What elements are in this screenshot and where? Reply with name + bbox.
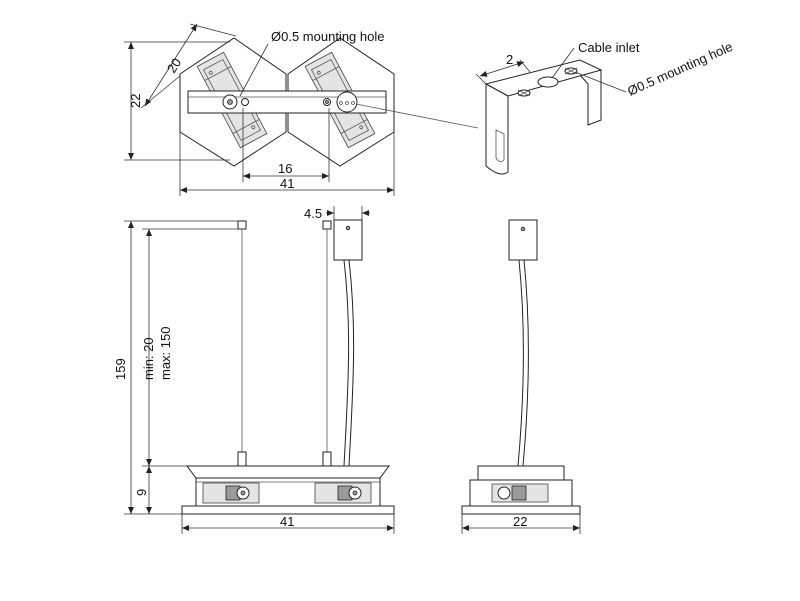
dim-base-height: 9 <box>134 489 149 496</box>
dim-front-width: 41 <box>280 514 294 529</box>
dim-top-width: 41 <box>280 176 294 191</box>
dim-canopy-width: 4.5 <box>304 206 322 221</box>
front-view: 4.5 159 min: 20 max: 150 9 41 <box>113 206 395 534</box>
dim-side-width: 22 <box>513 514 527 529</box>
left-ceiling-fixing <box>237 220 247 230</box>
dim-front-height: 159 <box>113 358 128 380</box>
side-power-cable <box>517 259 524 467</box>
dim-top-spacing: 16 <box>278 161 292 176</box>
bracket-detail: 2 Cable inlet Ø0.5 mounting hole <box>475 39 735 175</box>
dim-cable-max: max: 150 <box>158 327 173 380</box>
side-canopy <box>508 219 538 261</box>
front-plate <box>186 465 390 479</box>
dim-top-diagonal: 20 <box>164 55 184 75</box>
side-view: 22 <box>461 219 581 534</box>
right-ceiling-fixing <box>322 220 332 230</box>
cable-inlet-hole <box>336 91 358 113</box>
dim-bracket: 2 <box>506 52 513 67</box>
dim-cable-min: min: 20 <box>141 337 156 380</box>
cable-inlet-label: Cable inlet <box>578 40 640 55</box>
power-cable <box>343 259 350 467</box>
bracket-mounting-hole-label: Ø0.5 mounting hole <box>625 39 735 99</box>
center-mounting-hole <box>241 98 249 106</box>
top-view: Ø0.5 mounting hole 22 20 16 41 <box>124 23 479 196</box>
dim-top-height: 22 <box>128 94 143 108</box>
mounting-hole-label: Ø0.5 mounting hole <box>271 29 384 44</box>
